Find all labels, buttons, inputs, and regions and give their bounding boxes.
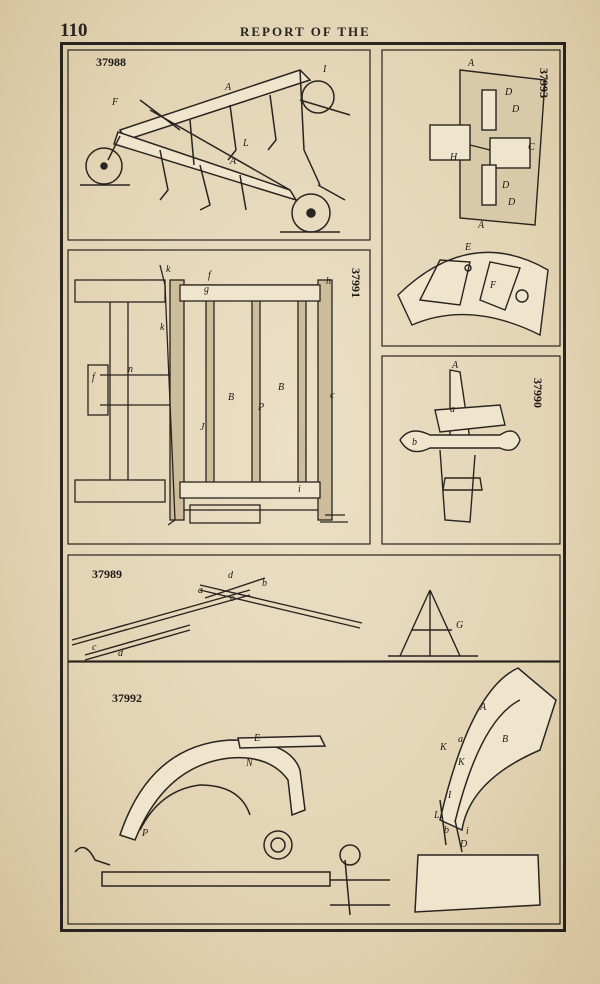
letter-label: g (204, 284, 209, 295)
fender-drawing (74, 667, 557, 916)
letter-label: F (489, 280, 497, 291)
running-head: REPORT OF THE (240, 24, 371, 39)
letter-label: a (458, 734, 463, 745)
rails-drawing (71, 577, 478, 661)
letter-label: b (262, 578, 267, 589)
letter-label: a (450, 404, 455, 415)
letter-label: k (166, 264, 171, 275)
letter-label: K (457, 757, 466, 768)
letter-label: A (224, 82, 232, 93)
letter-label: D (459, 839, 468, 850)
letter-label: I (322, 64, 327, 75)
letter-label: N (245, 758, 254, 769)
letter-label: P (141, 828, 148, 839)
letter-label: c (230, 593, 235, 604)
letter-label: i (298, 484, 301, 495)
letter-label: B (502, 734, 508, 745)
figure-number-37991: 37991 (349, 268, 363, 298)
letter-label: E (464, 242, 471, 253)
letter-label: i (466, 826, 469, 837)
letter-label: B (278, 382, 284, 393)
letter-label: f (208, 270, 212, 281)
panel-37992 (67, 661, 561, 925)
letter-label: F (111, 97, 119, 108)
letter-label: L (242, 138, 249, 149)
letter-label: A (477, 220, 485, 231)
page-header: 110 REPORT OF THE (60, 20, 570, 42)
panel-37990 (381, 355, 561, 545)
panel-37989 (67, 554, 561, 662)
figure-number-37992: 37992 (112, 691, 142, 705)
letter-label: D (501, 180, 510, 191)
letter-label: H (449, 152, 458, 163)
letter-label: C (528, 142, 535, 153)
hub-drawing (397, 69, 549, 337)
letter-label: D (507, 197, 516, 208)
letter-label: E (253, 733, 260, 744)
panel-37993 (381, 49, 561, 347)
panel-37991 (67, 249, 371, 545)
letter-label: J (200, 422, 205, 433)
figure-number-37989: 37989 (92, 567, 122, 581)
letter-label: A (467, 58, 475, 69)
letter-label: A (229, 156, 237, 167)
frame-plan-drawing (74, 264, 348, 526)
coupling-drawing (399, 369, 521, 523)
letter-label: b (412, 437, 417, 448)
letter-label: b (444, 825, 449, 836)
letter-label: h (326, 276, 331, 287)
letter-label: n (128, 364, 133, 375)
letter-label: a (198, 585, 203, 596)
figure-number-37993: 37993 (537, 68, 551, 98)
cultivator-drawing (80, 69, 351, 233)
letter-label: A (451, 360, 459, 371)
letter-label: D (511, 104, 520, 115)
letter-label: c (330, 390, 335, 401)
page-number: 110 (60, 20, 88, 41)
letter-label: G (456, 620, 463, 631)
figure-number-37990: 37990 (531, 378, 545, 408)
letter-label: k (160, 322, 165, 333)
letter-label: A (479, 702, 487, 713)
letter-label: d (118, 648, 124, 659)
letter-label: L (433, 810, 440, 821)
letter-label: K (439, 742, 448, 753)
letter-label: I (447, 790, 452, 801)
letter-label: B (228, 392, 234, 403)
letter-label: f (92, 372, 96, 383)
letter-label: d (228, 570, 234, 581)
letter-label: c (92, 642, 97, 653)
letter-label: P (257, 402, 264, 413)
letter-label: D (504, 87, 513, 98)
panel-37988 (67, 49, 371, 241)
engraved-plate (60, 42, 566, 932)
figure-number-37988: 37988 (96, 55, 126, 69)
